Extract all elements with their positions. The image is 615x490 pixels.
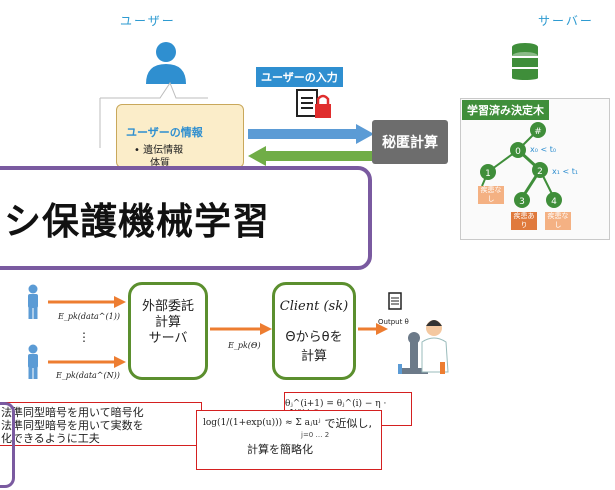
client-line: 計算 [300, 349, 327, 364]
outsourced-server-box: 外部委託 計算 サーバ [128, 282, 208, 380]
tree-node [480, 164, 496, 180]
user-bubble-outline [99, 81, 208, 148]
approx-row: log(1/(1+exp(u))) ≈ Σ aⱼuʲ で近似し, [203, 415, 375, 431]
database-icon [512, 43, 538, 80]
note-line: 法準同型暗号を用いて暗号化 [1, 406, 144, 419]
data-owner-person-icon [28, 344, 38, 379]
tree-edge-label: x₁ < t₁ [552, 167, 578, 176]
leaf-label-no-disease: 疾患なし [478, 186, 504, 204]
approx-formula: log(1/(1+exp(u))) ≈ Σ aⱼuʲ [203, 418, 321, 428]
output-document-icon [388, 292, 402, 310]
tree-node [546, 192, 562, 208]
user-person-icon [146, 42, 186, 84]
vertical-ellipsis: ⋮ [78, 330, 90, 344]
approximation-box: log(1/(1+exp(u))) ≈ Σ aⱼuʲ で近似し, j=0 … 2… [196, 410, 382, 470]
encrypted-theta-label: E_pk(Θ) [228, 341, 261, 350]
outsourced-server-line: サーバ [148, 331, 188, 346]
secure-compute-box: 秘匿計算 [372, 120, 448, 164]
tree-node-label: 0 [515, 147, 521, 157]
tree-node-label: 2 [537, 167, 543, 177]
encrypted-theta-arrow [210, 323, 272, 335]
approx-result: 計算を簡略化 [247, 443, 313, 456]
user-info-title: ユーザーの情報 [126, 126, 203, 139]
client-line: Θからθを [285, 330, 343, 345]
note-line: 化できるように工夫 [1, 432, 100, 445]
trained-tree-label: 学習済み決定木 [462, 100, 549, 120]
user-input-label: ユーザーの入力 [256, 67, 343, 87]
input-arrow [248, 124, 374, 144]
client-title: Client (sk) [279, 299, 349, 314]
encrypted-data-label: E_pk(data^(N)) [56, 371, 120, 380]
locked-document-icon [296, 89, 331, 118]
outsourced-server-line: 計算 [154, 315, 181, 330]
result-arrow [248, 146, 374, 166]
tree-node [532, 162, 548, 178]
title-banner: シ保護機械学習 [0, 166, 372, 270]
note-line: 法準同型暗号を用いて実数を [1, 419, 144, 432]
approx-suffix: で近似し, [324, 417, 373, 430]
tree-node [510, 142, 526, 158]
encryption-note-box: 法準同型暗号を用いて暗号化 法準同型暗号を用いて実数を 化できるように工夫 [0, 402, 202, 446]
output-label: Output θ [378, 318, 409, 326]
server-column-label: サーバー [538, 14, 594, 28]
decision-tree-diagram: # 0 1 2 3 4 x₀ < t₀ x₁ < t₁ [480, 122, 578, 208]
leaf-label-disease: 疾患あり [511, 212, 537, 230]
approx-sum-range: j=0 … 2 [301, 431, 330, 439]
tree-node [514, 192, 530, 208]
encrypted-data-arrow [48, 296, 126, 308]
data-owner-person-icon [28, 284, 38, 319]
scientist-icon [398, 320, 449, 374]
user-info-scroll [116, 104, 244, 168]
encrypted-data-label: E_pk(data^(1)) [58, 312, 120, 321]
user-info-item: 体質 [150, 158, 170, 169]
tree-node-label: 4 [551, 197, 557, 207]
tree-node [530, 122, 546, 138]
tree-node-label: 3 [519, 197, 525, 207]
tree-node-label: 1 [485, 169, 491, 179]
purple-bracket [0, 402, 15, 488]
outsourced-server-line: 外部委託 [141, 299, 194, 314]
leaf-label-no-disease: 疾患なし [545, 212, 571, 230]
tree-edge-label: x₀ < t₀ [530, 145, 556, 154]
banner-title: シ保護機械学習 [4, 200, 270, 243]
tree-node-label: # [534, 127, 542, 137]
output-arrow [358, 323, 388, 335]
user-column-label: ユーザー [120, 14, 176, 28]
secure-compute-label: 秘匿計算 [382, 135, 438, 151]
client-box: Client (sk) Θからθを 計算 [272, 282, 356, 380]
encrypted-data-arrow [48, 356, 126, 368]
user-info-item: • 遺伝情報 [134, 145, 184, 156]
